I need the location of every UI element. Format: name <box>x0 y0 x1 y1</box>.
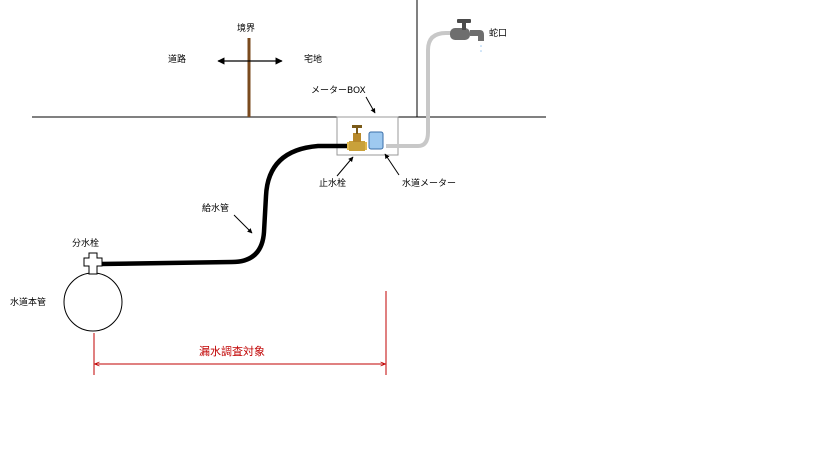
service-pipe <box>99 143 352 267</box>
stop-valve-icon <box>347 125 367 151</box>
service-pipe-label: 給水管 <box>202 204 230 214</box>
meter-box-label: メーターBOX <box>311 86 366 96</box>
water-meter-pointer <box>384 153 400 176</box>
faucet-label: 蛇口 <box>489 29 508 39</box>
water-main-pipe <box>63 272 123 332</box>
branch-valve-icon <box>83 252 103 275</box>
leak-survey-label: 漏水調査対象 <box>199 345 265 358</box>
boundary-label: 境界 <box>237 24 256 34</box>
stop-valve-label: 止水栓 <box>319 179 347 189</box>
indoor-pipe <box>386 31 452 148</box>
meter-box-pointer <box>365 96 376 114</box>
residential-label: 宅地 <box>304 55 323 65</box>
main-pipe-label: 水道本管 <box>10 298 47 308</box>
water-meter-icon <box>368 131 384 150</box>
meter-box <box>336 116 399 156</box>
service-pipe-pointer <box>233 214 253 234</box>
water-meter-label: 水道メーター <box>402 179 457 189</box>
faucet-icon <box>450 19 484 52</box>
branch-valve-label: 分水栓 <box>72 239 100 249</box>
stop-valve-pointer <box>336 156 354 177</box>
road-label: 道路 <box>168 55 187 65</box>
